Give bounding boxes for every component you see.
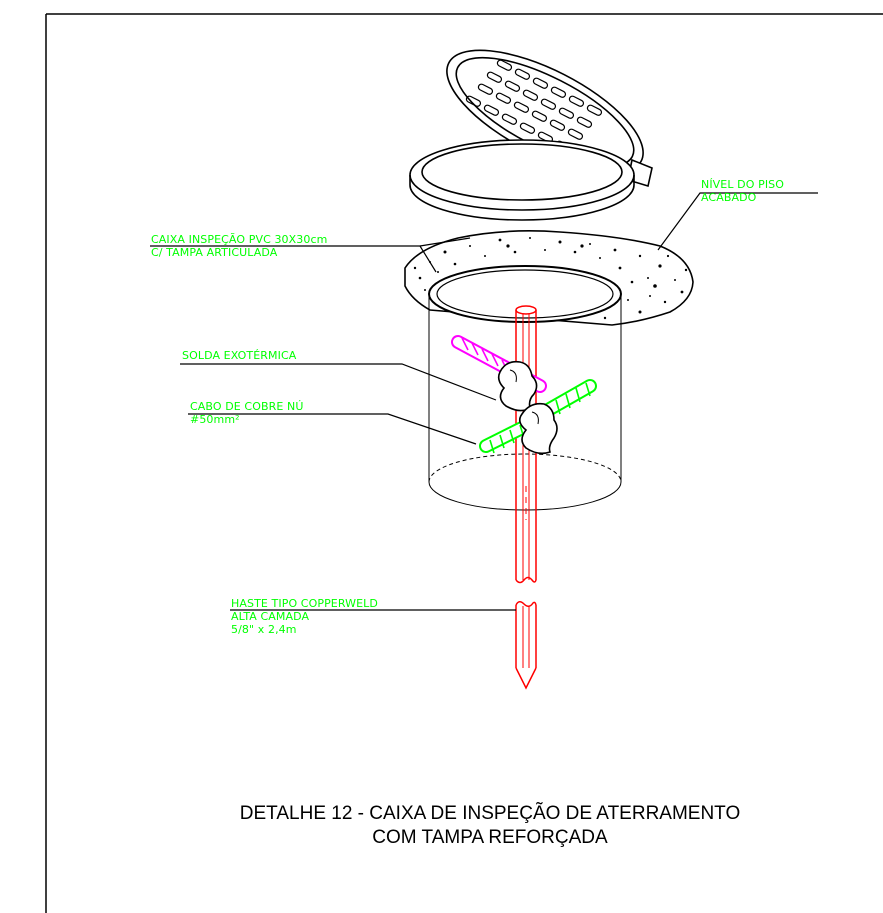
exothermic-weld-upper <box>497 360 538 412</box>
label-floor-level: NÍVEL DO PISO ACABADO <box>701 178 784 204</box>
label-inspection-box: CAIXA INSPEÇÃO PVC 30X30cm C/ TAMPA ARTI… <box>151 233 327 259</box>
label-grounding-rod: HASTE TIPO COPPERWELD ALTA CAMADA 5/8" x… <box>231 597 378 636</box>
drawing-title: DETALHE 12 - CAIXA DE INSPEÇÃO DE ATERRA… <box>100 802 880 850</box>
label-grounding-rod-line2: ALTA CAMADA <box>231 610 310 623</box>
label-exothermic-weld-line1: SOLDA EXOTÉRMICA <box>182 349 297 362</box>
label-floor-level-line2: ACABADO <box>701 191 757 204</box>
label-grounding-rod-line3: 5/8" x 2,4m <box>231 623 297 636</box>
label-exothermic-weld: SOLDA EXOTÉRMICA <box>182 349 296 362</box>
label-copper-cable-line2: #50mm² <box>190 413 240 426</box>
exothermic-weld-lower <box>518 402 558 455</box>
label-inspection-box-line2: C/ TAMPA ARTICULADA <box>151 246 278 259</box>
label-floor-level-line1: NÍVEL DO PISO <box>701 178 785 191</box>
inspection-box-cylinder <box>428 265 622 511</box>
label-copper-cable: CABO DE COBRE NÚ #50mm² <box>190 400 304 426</box>
label-inspection-box-line1: CAIXA INSPEÇÃO PVC 30X30cm <box>151 233 328 246</box>
copper-cable-green-upper <box>541 379 597 417</box>
label-copper-cable-line1: CABO DE COBRE NÚ <box>190 400 304 413</box>
leader-lines <box>150 192 818 611</box>
drawing-title-line2: COM TAMPA REFORÇADA <box>372 827 608 848</box>
drawing-title-line1: DETALHE 12 - CAIXA DE INSPEÇÃO DE ATERRA… <box>239 803 741 824</box>
label-grounding-rod-line1: HASTE TIPO COPPERWELD <box>231 597 378 610</box>
grounding-rod <box>515 305 537 690</box>
box-rim-ring <box>409 139 635 221</box>
